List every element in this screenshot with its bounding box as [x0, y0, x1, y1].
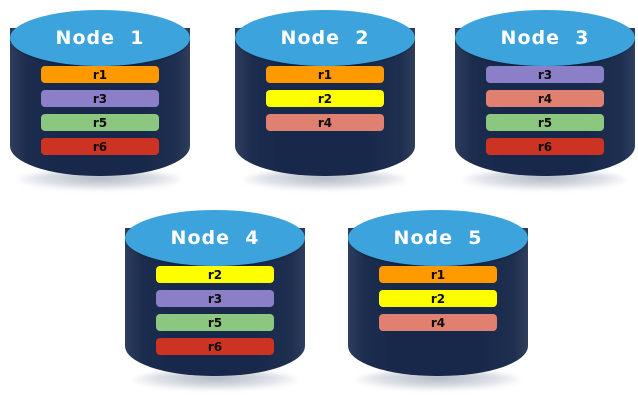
node-2[interactable]: Node 2 r1 r2 r4: [235, 10, 415, 192]
cylinder-top-ellipse: [455, 10, 635, 66]
record-bar-r1[interactable]: r1: [266, 66, 384, 83]
record-list: r1 r2 r4: [379, 266, 497, 331]
cylinder-top-ellipse: [348, 210, 528, 266]
node-title: Node 2: [280, 27, 370, 49]
record-bar-r5[interactable]: r5: [41, 114, 159, 131]
record-list: r3 r4 r5 r6: [486, 66, 604, 155]
record-list: r2 r3 r5 r6: [156, 266, 274, 355]
record-bar-r6[interactable]: r6: [41, 138, 159, 155]
node-title: Node 3: [500, 27, 590, 49]
node-4[interactable]: Node 4 r2 r3 r5 r6: [125, 210, 305, 392]
cylinder-shadow: [463, 170, 627, 190]
node-1[interactable]: Node 1 r1 r3 r5 r6: [10, 10, 190, 192]
cylinder-top-ellipse: [10, 10, 190, 66]
record-bar-r2[interactable]: r2: [379, 290, 497, 307]
record-bar-r6[interactable]: r6: [486, 138, 604, 155]
cylinder-shadow: [356, 370, 520, 390]
record-list: r1 r3 r5 r6: [41, 66, 159, 155]
cylinder-shadow: [18, 170, 182, 190]
node-5[interactable]: Node 5 r1 r2 r4: [348, 210, 528, 392]
record-bar-r1[interactable]: r1: [41, 66, 159, 83]
record-bar-r4[interactable]: r4: [486, 90, 604, 107]
record-bar-r4[interactable]: r4: [379, 314, 497, 331]
node-title: Node 1: [55, 27, 145, 49]
record-bar-r2[interactable]: r2: [266, 90, 384, 107]
record-list: r1 r2 r4: [266, 66, 384, 131]
record-bar-r3[interactable]: r3: [486, 66, 604, 83]
record-bar-r1[interactable]: r1: [379, 266, 497, 283]
cylinder-shadow: [133, 370, 297, 390]
cylinder-top-ellipse: [235, 10, 415, 66]
record-bar-r4[interactable]: r4: [266, 114, 384, 131]
record-bar-r5[interactable]: r5: [486, 114, 604, 131]
record-bar-r6[interactable]: r6: [156, 338, 274, 355]
record-bar-r3[interactable]: r3: [156, 290, 274, 307]
node-title: Node 5: [393, 227, 483, 249]
node-title: Node 4: [170, 227, 260, 249]
cylinder-top-ellipse: [125, 210, 305, 266]
record-bar-r3[interactable]: r3: [41, 90, 159, 107]
record-bar-r5[interactable]: r5: [156, 314, 274, 331]
record-bar-r2[interactable]: r2: [156, 266, 274, 283]
node-3[interactable]: Node 3 r3 r4 r5 r6: [455, 10, 635, 192]
cylinder-shadow: [243, 170, 407, 190]
